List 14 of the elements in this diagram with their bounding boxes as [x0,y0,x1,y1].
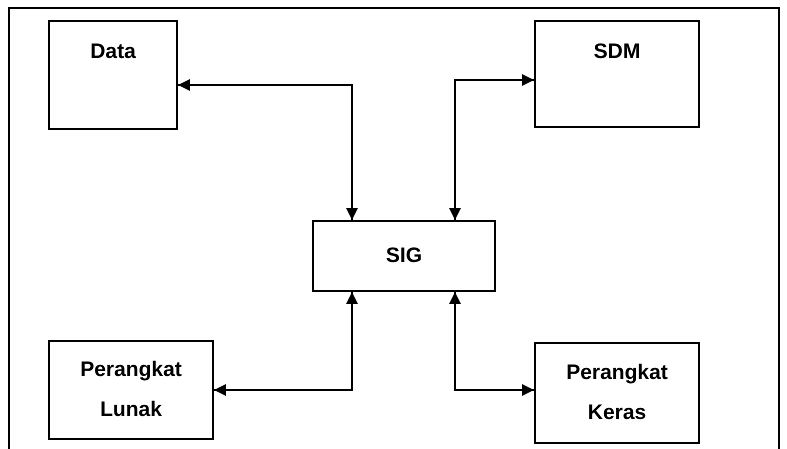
process-box [534,342,700,444]
double-arrow [178,79,358,220]
double-arrow [449,292,534,396]
process-box [48,340,214,440]
box-label: Perangkat Keras [565,360,669,426]
double-arrow [214,292,358,396]
double-arrow [449,74,534,220]
box-label: SIG [386,243,422,269]
process-box [48,20,178,130]
box-label: Perangkat Lunak [79,357,183,423]
box-label: SDM [594,39,640,65]
process-box [312,220,496,292]
process-box [534,20,700,128]
box-label: Data [90,39,136,65]
